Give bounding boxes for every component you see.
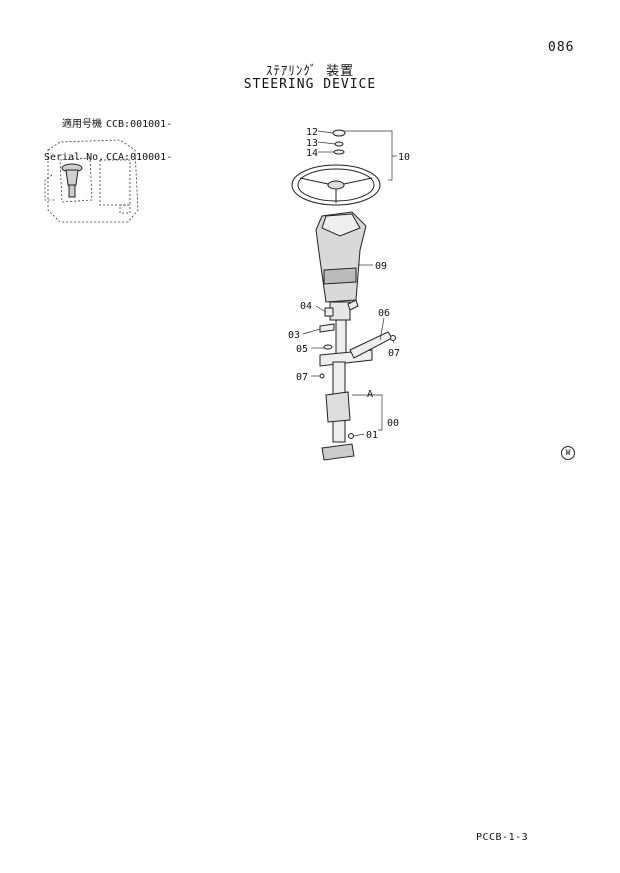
leader-lines [302,130,397,437]
serial-label: 適用号機 [62,119,102,130]
callout-07-left: 07 [296,372,308,383]
callout-13: 13 [306,138,318,149]
page-number: 086 [548,40,575,55]
wheel-cap-stack [332,129,346,155]
callout-03: 03 [288,330,300,341]
tilt-lever [349,331,396,359]
serial-block: 適用号機 CCB:001001- Serial No.CCA:010001- [44,97,172,174]
callout-10: 10 [398,152,410,163]
callout-07-right: 07 [388,348,400,359]
serial-row-applicable: 適用号機 CCB:001001- [44,119,172,130]
callout-A: A [367,389,373,400]
title-japanese: ｽﾃｱﾘﾝｸﾞ 装置 [265,64,355,79]
steering-column [315,211,367,321]
callout-01: 01 [366,430,378,441]
callout-09: 09 [375,261,387,272]
serial-value: CCA:010001- [106,152,173,163]
serial-value: CCB:001001- [106,119,173,130]
small-parts [319,299,359,439]
machine-thumbnail [44,139,139,223]
serial-label: Serial No. [44,152,105,163]
callout-05: 05 [296,344,308,355]
callout-06: 06 [378,308,390,319]
callout-14: 14 [306,148,318,159]
steering-wheel [291,164,381,206]
thumbnail-steering-highlight [61,163,83,198]
callout-00: 00 [387,418,399,429]
callout-04: 04 [300,301,312,312]
callout-12: 12 [306,127,318,138]
title-english: STEERING DEVICE [243,77,377,92]
serial-row-number: Serial No.CCA:010001- [44,152,172,163]
footer-code: PCCB-1-3 [476,832,529,843]
column-shaft [319,319,373,461]
w-circle-mark: W [561,446,575,460]
